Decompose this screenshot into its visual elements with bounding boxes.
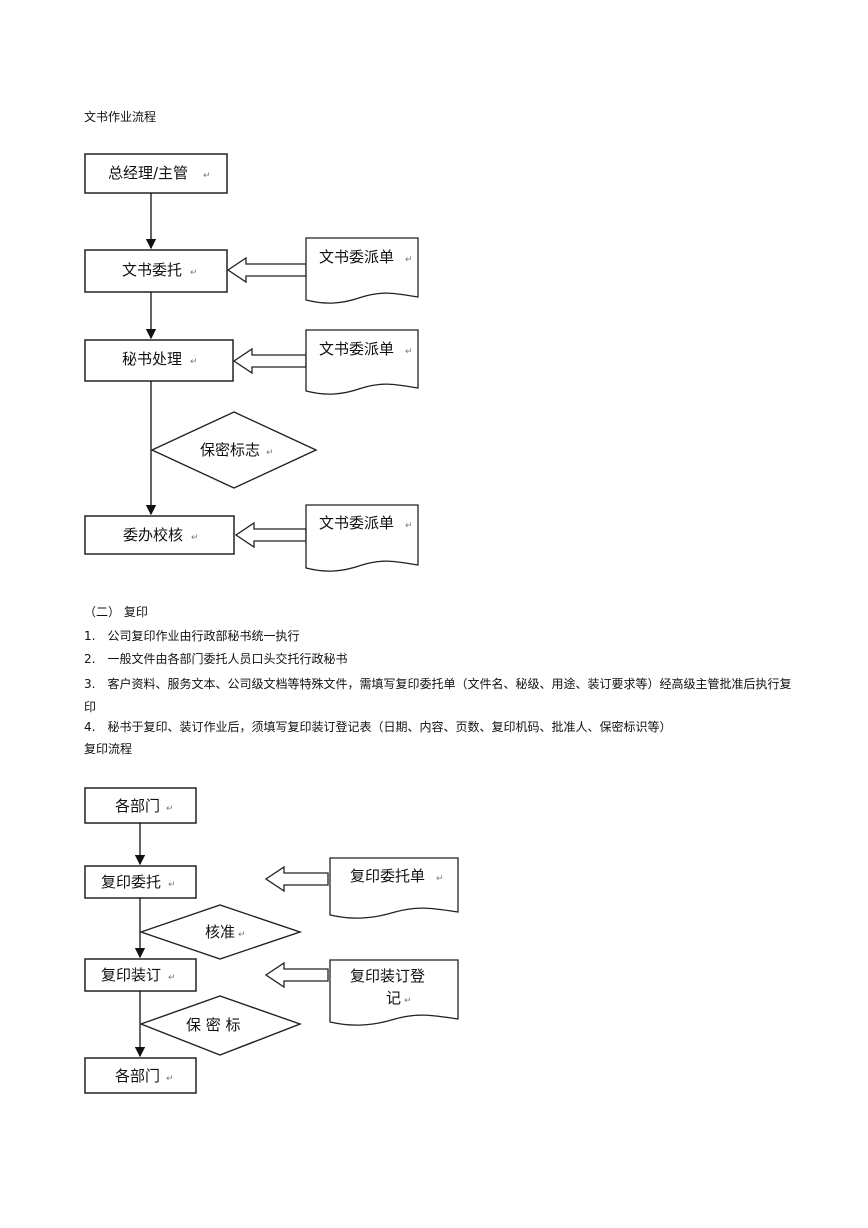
process-box-label: 文书委托: [122, 261, 182, 279]
return-mark: ↵: [404, 996, 412, 1006]
section-heading-copy: （二） 复印: [84, 605, 148, 619]
input-block-arrow: [264, 865, 329, 893]
process-box-label: 复印委托: [101, 873, 161, 891]
input-block-arrow: [234, 521, 307, 549]
decision-label: 保密标志: [200, 441, 260, 459]
list-item: 4. 秘书于复印、装订作业后，须填写复印装订登记表（日期、内容、页数、复印机码、…: [84, 720, 672, 734]
input-block-arrow: [232, 347, 307, 375]
document-label: 文书委派单: [319, 248, 394, 266]
list-item: 2. 一般文件由各部门委托人员口头交托行政秘书: [84, 652, 348, 666]
return-mark: ↵: [190, 268, 198, 278]
process-box-label: 总经理/主管: [108, 164, 188, 182]
list-item: 1. 公司复印作业由行政部秘书统一执行: [84, 629, 300, 643]
process-box-secretary: 秘书处理 ↵: [84, 339, 234, 382]
document-label: 文书委派单: [319, 340, 394, 358]
return-mark: ↵: [238, 930, 246, 940]
return-mark: ↵: [168, 880, 176, 890]
flow-title-document: 文书作业流程: [84, 110, 157, 124]
document-label: 记: [386, 989, 401, 1007]
return-mark: ↵: [166, 1074, 174, 1084]
process-box-label: 各部门: [115, 1067, 160, 1085]
process-box-copy-commission: 复印委托 ↵: [84, 865, 197, 899]
process-box-label: 各部门: [115, 797, 160, 815]
document-label: 复印委托单: [350, 867, 425, 885]
process-box-review: 委办校核 ↵: [84, 515, 235, 555]
input-block-arrow: [264, 961, 329, 989]
process-box-manager: 总经理/主管 ↵: [84, 153, 228, 194]
return-mark: ↵: [405, 255, 413, 265]
list-item: 3. 客户资料、服务文本、公司级文档等特殊文件，需填写复印委托单（文件名、秘级、…: [84, 677, 792, 714]
return-mark: ↵: [166, 804, 174, 814]
document-shape-assignment-form: 文书委派单 ↵: [305, 504, 419, 572]
decision-diamond-security: 保 密 标: [138, 995, 303, 1056]
return-mark: ↵: [203, 171, 211, 181]
flow-title-copy: 复印流程: [84, 742, 133, 756]
flowchart-document: 总经理/主管 ↵ 文书委托 ↵ 秘书处理 ↵ 委办校核 ↵ 保密标志 ↵: [84, 153, 419, 572]
return-mark: ↵: [405, 521, 413, 531]
decision-label: 核准: [205, 923, 235, 941]
return-mark: ↵: [436, 874, 444, 884]
decision-diamond-security: 保密标志 ↵: [150, 411, 318, 489]
decision-label: 保 密 标: [186, 1016, 241, 1034]
document-shape-copy-request: 复印委托单 ↵: [329, 857, 459, 919]
process-box-departments-end: 各部门 ↵: [84, 1057, 197, 1094]
process-box-label: 复印装订: [101, 966, 161, 984]
document-shape-assignment-form: 文书委派单 ↵: [305, 329, 419, 395]
process-box-doc-commission: 文书委托 ↵: [84, 249, 228, 293]
decision-diamond-approve: 核准 ↵: [138, 904, 303, 960]
return-mark: ↵: [405, 347, 413, 357]
flowchart-copy: 各部门 ↵ 复印委托 ↵ 复印装订 ↵ 各部门 ↵ 核准 ↵ 保 密 标: [84, 787, 459, 1094]
return-mark: ↵: [168, 973, 176, 983]
document-shape-copy-log: 复印装订登 记 ↵: [329, 959, 459, 1026]
return-mark: ↵: [191, 533, 199, 543]
process-box-label: 委办校核: [123, 526, 183, 544]
document-shape-assignment-form: 文书委派单 ↵: [305, 237, 419, 304]
return-mark: ↵: [266, 448, 274, 458]
input-block-arrow: [226, 256, 307, 284]
return-mark: ↵: [190, 357, 198, 367]
process-box-departments-start: 各部门 ↵: [84, 787, 197, 824]
document-label: 文书委派单: [319, 514, 394, 532]
process-box-label: 秘书处理: [122, 350, 182, 368]
document-label: 复印装订登: [350, 967, 425, 985]
process-box-copy-binding: 复印装订 ↵: [84, 958, 197, 992]
